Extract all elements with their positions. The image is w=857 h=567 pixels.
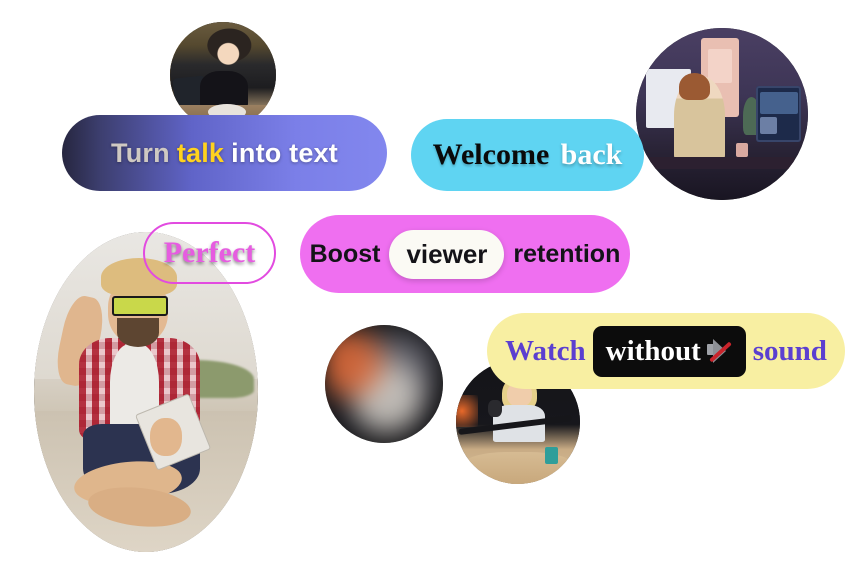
person-torso-shape [199,70,249,109]
pill-boost-chip-viewer[interactable]: viewer [389,229,505,279]
photo-blur-image [325,325,443,443]
hand-shape [150,417,182,456]
pill-watch-word-3: sound [752,334,827,367]
pill-welcome-word-2: back [560,138,623,171]
photo-cafe-image [170,22,276,128]
pill-watch-word-1: Watch [505,334,586,367]
mug-shape [735,143,748,157]
photo-blurred-bokeh [325,325,443,443]
pill-boost-viewer-retention[interactable]: Boost viewer retention [300,215,630,293]
pill-watch-boxed-word: without [605,334,701,367]
photo-beach-image [34,232,258,552]
pill-turn-talk-into-text[interactable]: Turn talk into text [62,115,387,191]
photo-woman-cafe-laptop [170,22,276,128]
video-call-screen-shape [756,86,802,142]
badge-perfect[interactable]: Perfect [143,222,276,284]
pill-talk-highlight-word: talk [176,137,225,168]
desk-shape [649,157,795,170]
pill-boost-word-1: Boost [309,239,381,268]
pill-boost-word-3: retention [513,239,621,268]
beard-shape [116,318,160,348]
photo-man-beach-tablet [34,232,258,552]
pill-welcome-word-1: Welcome [432,138,550,171]
pill-welcome-back[interactable]: Welcome back [411,119,644,191]
pill-watch-boxed-group[interactable]: without [592,325,746,377]
pill-talk-word-1: Turn [111,137,170,168]
microphone-shape [488,399,502,418]
photo-call-image [636,28,808,200]
cup-shape [545,446,558,465]
plant-shape [742,96,760,135]
orange-light-shape [456,394,479,427]
sunglasses-shape [112,296,168,316]
pill-talk-word-3: into text [231,137,338,168]
photo-woman-video-call [636,28,808,200]
pill-watch-without-sound[interactable]: Watch without sound [487,313,845,389]
hair-shape [679,72,710,101]
muted-speaker-icon [705,339,733,363]
badge-perfect-label: Perfect [163,236,256,269]
